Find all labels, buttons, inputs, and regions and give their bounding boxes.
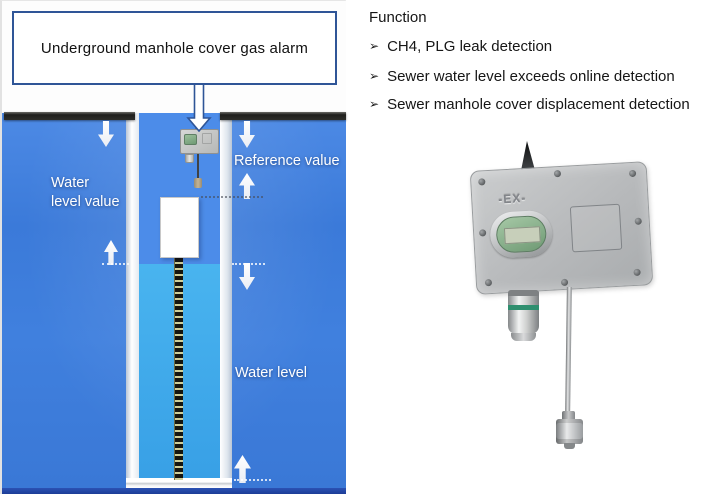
arrowhead-bullet-icon: ➢ [369,69,380,83]
shaft-bottom [126,478,232,488]
lcd-screen [503,226,541,245]
manhole-cover-right [220,112,346,120]
callout-pointer-arrow-icon [186,84,212,132]
level-probe [556,419,583,444]
screw-icon [484,278,493,287]
screw-icon [628,169,637,178]
diagram-title-box: Underground manhole cover gas alarm [12,11,337,85]
function-item: ➢ Sewer manhole cover displacement detec… [369,96,690,113]
device-display [184,134,197,145]
reference-value-label: Reference value [234,153,340,169]
diagram-footer-bar [2,488,346,494]
function-item-text: Sewer water level exceeds online detecti… [387,68,675,85]
display-window [489,209,554,259]
function-item: ➢ CH4, PLG leak detection [369,38,552,55]
screw-icon [553,169,562,178]
probe-rod [565,286,572,416]
screw-icon [633,268,641,277]
device-panel [202,133,212,144]
probe-nub [564,443,575,449]
function-item-text: Sewer manhole cover displacement detecti… [387,96,690,113]
device-enclosure: -EX- [469,161,654,295]
probe-cord [197,154,199,179]
sensor-cap [511,333,536,341]
sensor-green-ring [508,305,539,310]
diagram-title: Underground manhole cover gas alarm [40,39,309,57]
waterline-dash-right [232,263,265,265]
device-photo: -EX- [440,135,710,465]
arrowhead-bullet-icon: ➢ [369,39,380,53]
water-level-label: Water level [235,365,307,381]
rod-joint [562,411,575,421]
gas-alarm-device-mini [180,121,220,189]
measuring-chain [174,258,183,480]
screw-icon [560,278,569,287]
screw-icon [634,217,642,225]
reference-dash-line [201,196,263,198]
side-panel [569,203,623,253]
shaft-wall-left [126,113,139,490]
bottom-dash-line [234,479,271,481]
gas-sensor-cylinder [508,290,539,341]
manhole-cover-left [4,112,135,120]
function-heading: Function [369,9,427,26]
shaft-wall-right [220,113,232,490]
ex-marking: -EX- [497,190,527,207]
probe-weight [194,178,202,188]
device-sensor-head [185,154,194,163]
waterline-dash-left [102,263,129,265]
function-item: ➢ Sewer water level exceeds online detec… [369,68,675,85]
function-item-text: CH4, PLG leak detection [387,38,553,55]
screw-icon [478,229,487,237]
sensor-collar [508,290,539,296]
screw-icon [478,178,486,186]
float-sensor-box [160,197,199,258]
water-level-value-label: Water level value [51,175,120,210]
arrowhead-bullet-icon: ➢ [369,97,380,111]
manhole-diagram: Underground manhole cover gas alarm Wate… [0,0,346,494]
